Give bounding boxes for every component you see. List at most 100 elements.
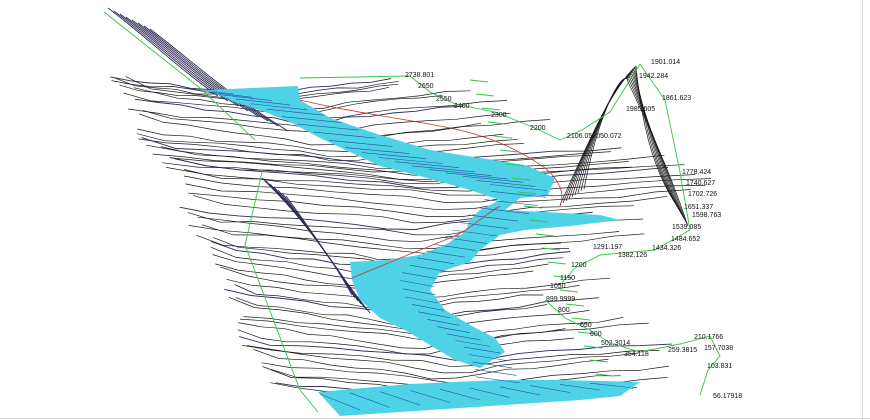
section-line <box>139 113 481 146</box>
label-leader <box>541 247 561 251</box>
label-leader <box>559 289 579 293</box>
station-label: 1598.763 <box>692 212 721 219</box>
water-line <box>476 180 536 187</box>
right-edge-rule <box>862 0 863 420</box>
water-line <box>490 191 546 198</box>
station-label: 210.1766 <box>694 334 723 341</box>
water-line <box>452 229 498 237</box>
label-leader <box>481 107 501 111</box>
station-label: 2650 <box>418 83 434 90</box>
water-line <box>400 280 434 287</box>
water-line <box>235 98 290 106</box>
water-line <box>281 116 342 123</box>
centerline-path <box>351 205 501 279</box>
section-line <box>201 224 645 254</box>
water-line <box>250 103 308 111</box>
water-area <box>318 380 640 416</box>
label-leader <box>469 79 489 83</box>
section-line <box>184 169 712 196</box>
water-line <box>469 387 511 398</box>
section-line <box>174 158 633 185</box>
water-line <box>379 391 421 406</box>
station-label: 56.17918 <box>713 393 742 400</box>
station-label: 1942.284 <box>639 73 668 80</box>
water-line <box>402 272 437 279</box>
water-line <box>428 169 492 176</box>
station-label: 1150 <box>560 275 575 282</box>
water-line <box>446 172 508 180</box>
label-leader <box>547 261 567 265</box>
station-label: 1985.605 <box>626 106 655 113</box>
water-line <box>219 94 272 101</box>
frame-line <box>103 11 256 141</box>
water-line <box>402 288 436 296</box>
water-line <box>329 140 393 147</box>
section-line <box>161 162 685 182</box>
station-label: 1539.085 <box>672 224 701 231</box>
water-line <box>297 123 359 131</box>
section-line <box>188 225 620 249</box>
label-leader <box>529 219 549 223</box>
water-line <box>319 393 361 411</box>
water-surface <box>184 86 640 416</box>
station-label: 600 <box>590 331 602 338</box>
hillside-line <box>131 19 259 117</box>
section-line <box>137 128 504 152</box>
hillside-line <box>113 10 229 102</box>
station-label: 2106.052050.072 <box>567 133 622 140</box>
water-line <box>460 222 508 229</box>
water-line <box>474 369 517 376</box>
water-line <box>436 326 471 333</box>
water-line <box>489 184 548 191</box>
peak-line <box>565 69 683 215</box>
water-line <box>395 161 459 168</box>
station-label: 899.9999 <box>546 296 575 303</box>
label-leader <box>511 177 531 181</box>
water-line <box>484 199 538 206</box>
peak-line <box>574 75 686 221</box>
label-leader <box>565 303 585 307</box>
water-line <box>361 152 426 159</box>
section-line <box>137 133 518 157</box>
water-line <box>475 376 520 384</box>
peak-line <box>559 65 681 211</box>
section-line <box>185 183 691 211</box>
peak-line <box>571 73 685 219</box>
water-line <box>426 250 466 258</box>
station-label: 2550 <box>436 96 452 103</box>
station-label: 1484.652 <box>671 236 700 243</box>
frame-line <box>244 171 319 413</box>
peak-line <box>577 77 687 223</box>
water-line <box>469 214 519 222</box>
water-line <box>378 157 443 164</box>
section-line <box>235 297 547 325</box>
peak-line <box>562 67 682 213</box>
station-label: 1382.126 <box>618 252 647 259</box>
label-leader <box>499 149 519 153</box>
water-line <box>266 108 325 116</box>
water-line <box>499 386 541 396</box>
water-line <box>427 319 460 326</box>
water-line <box>455 340 491 347</box>
frame-line <box>299 75 561 141</box>
label-leader <box>523 205 543 209</box>
water-line <box>418 311 451 319</box>
water-line <box>472 361 513 369</box>
station-label: 1200 <box>571 262 587 269</box>
label-leader <box>589 359 609 363</box>
water-line <box>468 354 507 361</box>
label-leader <box>487 121 507 125</box>
station-label: 1901.014 <box>651 59 680 66</box>
hillside-line <box>285 195 371 314</box>
water-line <box>446 333 481 341</box>
channel-centerline <box>299 99 563 279</box>
station-label: 1291.197 <box>593 244 622 251</box>
label-leader <box>535 233 555 237</box>
station-label: 2738.801 <box>405 72 434 79</box>
label-leader <box>517 191 537 195</box>
station-label: 1740.627 <box>686 180 715 187</box>
station-label: 1434.326 <box>652 245 681 252</box>
water-line <box>559 384 601 391</box>
